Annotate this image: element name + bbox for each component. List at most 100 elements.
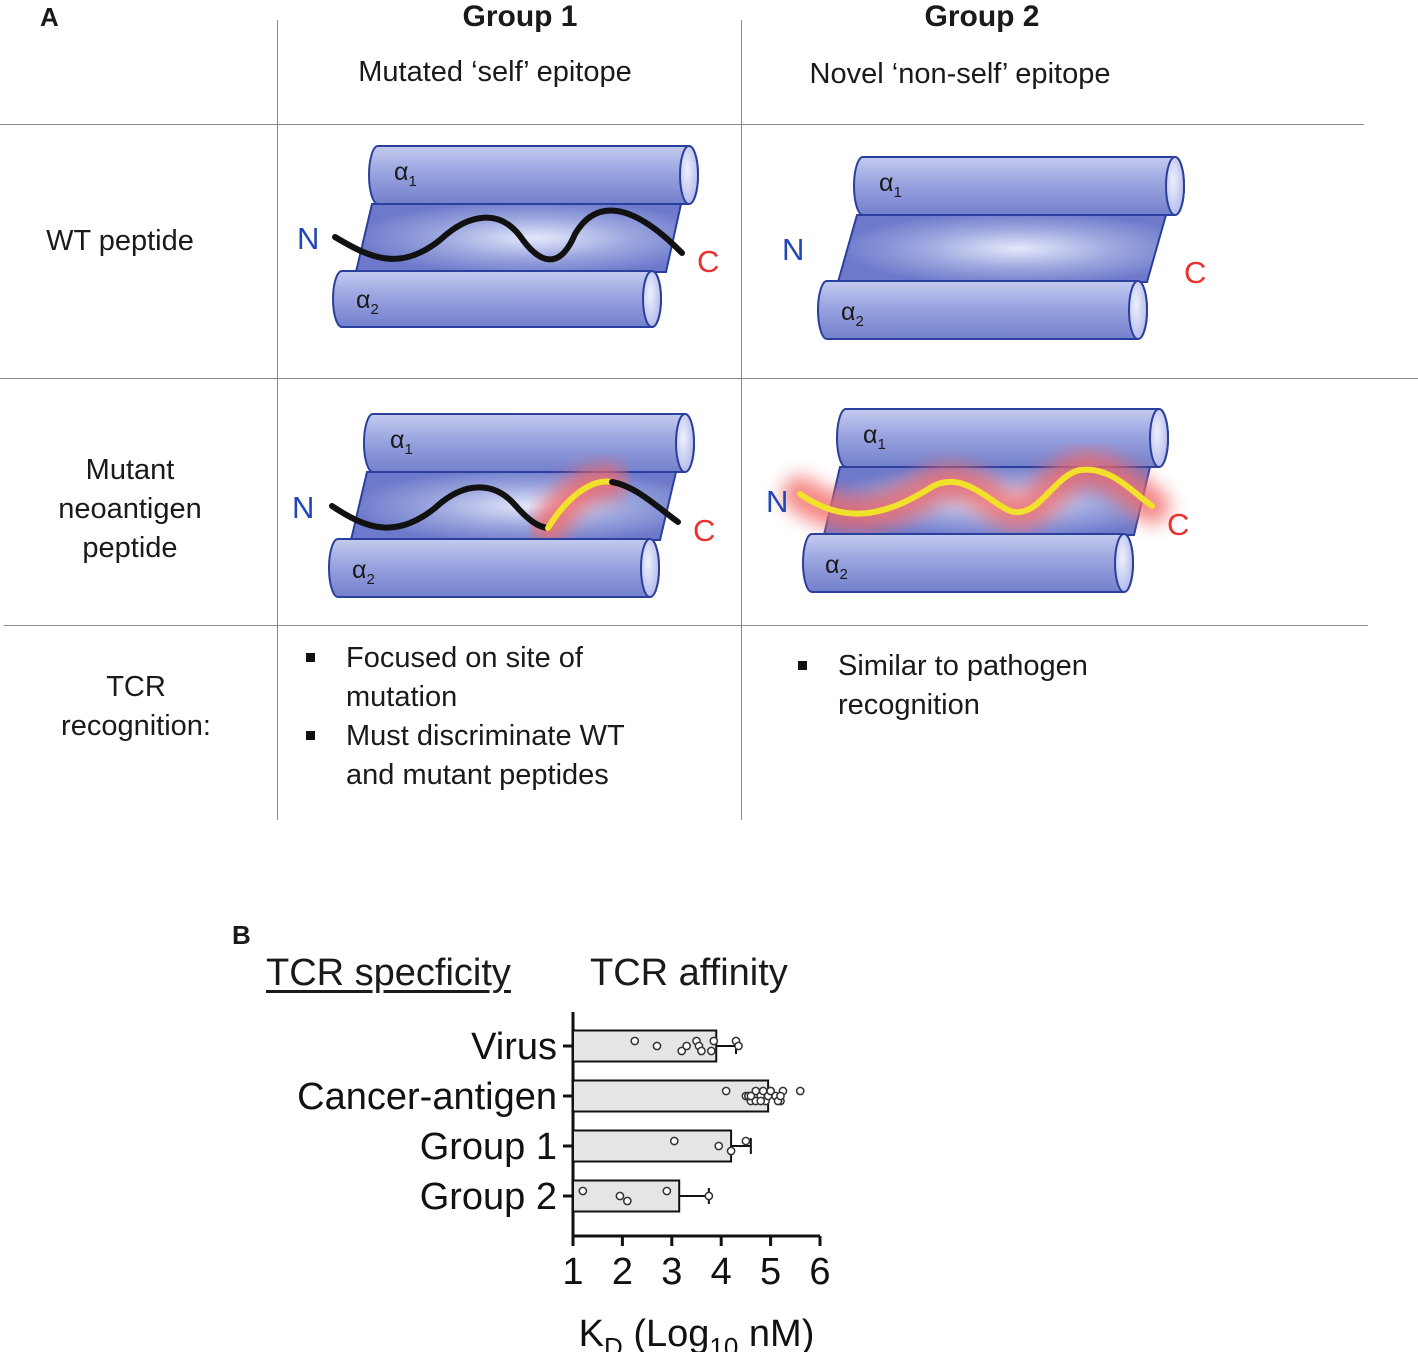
- data-point: [697, 1046, 706, 1056]
- bar: [572, 1029, 718, 1063]
- c-terminus-label: C: [697, 244, 719, 279]
- bullet-line: Must discriminate WT: [346, 720, 625, 752]
- x-tick-label: 1: [562, 1251, 583, 1293]
- row-label-line: peptide: [82, 532, 178, 564]
- x-axis-label-part: nM): [738, 1313, 814, 1352]
- bar: [572, 1179, 681, 1213]
- data-point: [709, 1036, 719, 1046]
- divider-horizontal-1: [0, 124, 1364, 125]
- alpha1-label: α1: [390, 426, 413, 458]
- category-label: Cancer-antigen: [297, 1076, 557, 1118]
- row-label-line: recognition:: [61, 710, 211, 742]
- data-point: [795, 1086, 805, 1096]
- data-point: [734, 1041, 743, 1051]
- divider-vertical-2: [741, 20, 742, 820]
- data-point: [704, 1191, 714, 1201]
- bullet-line: Focused on site of: [346, 642, 583, 674]
- x-tick-label: 4: [711, 1251, 732, 1293]
- data-point: [669, 1136, 679, 1146]
- x-axis-label-part: D: [604, 1332, 623, 1352]
- bullet-line: recognition: [838, 689, 980, 721]
- helix-alpha1: [363, 413, 695, 473]
- helix-alpha2: [328, 538, 660, 598]
- helix-alpha1: [853, 156, 1185, 216]
- alpha1-label: α1: [863, 421, 886, 453]
- tcr-specificity-heading: TCR specficity: [266, 952, 511, 994]
- groove-floor: [836, 214, 1168, 283]
- peptide-mutant: [797, 466, 1155, 517]
- data-point: [766, 1086, 775, 1096]
- category-label: Virus: [471, 1026, 557, 1068]
- data-point: [615, 1191, 625, 1201]
- row-label-line: TCR: [106, 671, 166, 703]
- bullet-item: Focused on site of mutation: [306, 639, 726, 717]
- divider-horizontal-2: [0, 378, 1418, 379]
- peptide-wt-segment: [329, 484, 551, 531]
- data-point: [677, 1046, 687, 1056]
- group1-subtitle: Mutated ‘self’ epitope: [358, 56, 632, 88]
- helix-alpha1: [836, 408, 1169, 468]
- data-point: [706, 1046, 716, 1056]
- group2-recognition-list: Similar to pathogen recognition: [798, 647, 1218, 725]
- bullet-item: Must discriminate WT and mutant peptides: [306, 717, 726, 795]
- x-axis-label-part: 10: [709, 1332, 738, 1352]
- data-point: [662, 1186, 672, 1196]
- c-terminus-label: C: [1184, 255, 1206, 290]
- peptide-wt-segment: [609, 479, 681, 525]
- bar: [572, 1079, 770, 1113]
- n-terminus-label: N: [766, 484, 788, 519]
- group1-recognition-list: Focused on site of mutation Must discrim…: [306, 639, 726, 795]
- data-point: [714, 1141, 724, 1151]
- data-point: [652, 1041, 662, 1051]
- group1-title: Group 1: [462, 0, 578, 33]
- mhc-diagrams: α1 α2 N C α1 α2 N C α1: [292, 145, 1206, 598]
- data-point: [756, 1096, 766, 1106]
- x-axis-label: KD (Log10 nM): [579, 1313, 815, 1352]
- data-point: [776, 1091, 785, 1101]
- row-label-line: Mutant: [85, 454, 175, 486]
- data-point: [682, 1041, 691, 1051]
- data-point: [578, 1186, 588, 1196]
- mhc-group2-mutant: α1 α2 N C: [766, 408, 1189, 593]
- mhc-group2-wt: α1 α2 N C: [782, 156, 1206, 340]
- c-terminus-label: C: [1167, 507, 1189, 542]
- bullet-item: Similar to pathogen recognition: [798, 647, 1218, 725]
- bar: [572, 1129, 733, 1163]
- helix-alpha2: [332, 270, 662, 328]
- bullet-line: and mutant peptides: [346, 759, 609, 791]
- tcr-affinity-heading: TCR affinity: [590, 952, 788, 994]
- divider-vertical-1: [277, 20, 278, 820]
- x-tick-label: 3: [661, 1251, 682, 1293]
- category-label: Group 2: [420, 1176, 557, 1218]
- helix-alpha1: [368, 145, 699, 205]
- bullet-line: Similar to pathogen: [838, 650, 1088, 682]
- bullet-line: mutation: [346, 681, 458, 713]
- data-point: [622, 1196, 632, 1206]
- x-axis-label-part: (Log: [623, 1313, 710, 1352]
- n-terminus-label: N: [782, 232, 804, 267]
- c-terminus-label: C: [693, 513, 715, 548]
- mhc-group1-mutant: α1 α2 N C: [292, 413, 715, 598]
- divider-horizontal-3: [4, 625, 1368, 626]
- helix-alpha2: [817, 280, 1148, 340]
- x-tick-label: 6: [809, 1251, 830, 1293]
- alpha2-label: α2: [825, 551, 848, 583]
- alpha2-label: α2: [352, 556, 375, 588]
- x-tick-label: 2: [612, 1251, 633, 1293]
- mhc-group1-wt: α1 α2 N C: [297, 145, 719, 328]
- data-point: [741, 1136, 751, 1146]
- panel-a-letter: A: [40, 2, 59, 32]
- panel-b-letter: B: [232, 920, 251, 950]
- row-label-mutant: Mutant neoantigen peptide: [20, 451, 240, 568]
- row-label-line: neoantigen: [58, 493, 202, 525]
- data-point: [746, 1091, 756, 1101]
- peptide-mutant-segment: [545, 478, 615, 531]
- data-point: [630, 1036, 640, 1046]
- alpha2-label: α2: [841, 298, 864, 330]
- helix-alpha2: [802, 533, 1134, 593]
- data-point: [726, 1146, 736, 1156]
- alpha1-label: α1: [879, 169, 902, 201]
- row-label-tcr: TCR recognition:: [26, 668, 246, 746]
- row-label-wt: WT peptide: [10, 222, 230, 261]
